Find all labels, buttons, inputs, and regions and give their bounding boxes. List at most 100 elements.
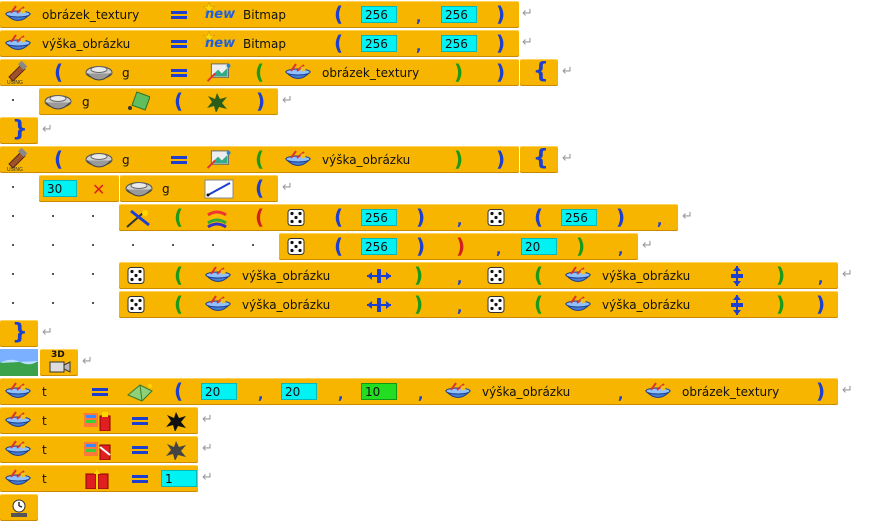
type-name[interactable]: Bitmap — [243, 8, 286, 22]
number-box[interactable]: 256 — [361, 209, 397, 226]
statement-block[interactable] — [39, 88, 278, 115]
graphics-var[interactable]: g — [122, 153, 130, 167]
width-arrows-icon — [367, 298, 391, 312]
landscape-image-icon[interactable] — [0, 349, 38, 376]
number-box[interactable]: 256 — [441, 35, 477, 52]
number-box[interactable]: 1 — [161, 470, 197, 487]
indent-dot — [92, 273, 94, 275]
bowl-variable-icon — [564, 295, 592, 315]
paren-close: ) — [496, 2, 506, 26]
variable-name[interactable]: výška_obrázku — [242, 269, 331, 283]
comma: , — [258, 387, 264, 403]
equals-icon — [171, 11, 187, 19]
comma: , — [416, 10, 422, 26]
number-box[interactable]: 256 — [361, 6, 397, 23]
number-box[interactable]: 256 — [441, 6, 477, 23]
variable-name[interactable]: výška_obrázku — [602, 298, 691, 312]
paren-close: ) — [816, 379, 826, 403]
return-icon: ↵ — [42, 325, 53, 340]
new-keyword: new — [205, 36, 236, 51]
dice-random-icon — [286, 207, 306, 228]
number-box[interactable]: 20 — [281, 383, 317, 400]
statement-block[interactable] — [0, 30, 519, 57]
picture-from-image-icon — [203, 149, 235, 170]
return-icon: ↵ — [42, 122, 53, 137]
type-name[interactable]: Bitmap — [243, 37, 286, 51]
paren-close: ) — [576, 234, 586, 258]
repeat-count[interactable]: 30 — [43, 180, 77, 197]
number-box[interactable]: 256 — [361, 35, 397, 52]
brace-block[interactable] — [0, 320, 38, 347]
paren-close: ) — [496, 31, 506, 55]
paren-open: ( — [255, 60, 265, 84]
using-hammer-icon — [4, 61, 32, 85]
paren-close: ) — [414, 263, 424, 287]
return-icon: ↵ — [202, 470, 213, 485]
brace-block[interactable] — [520, 59, 558, 86]
dice-random-icon — [126, 294, 146, 315]
splat-color-icon — [166, 412, 186, 431]
indent-dot — [52, 215, 54, 217]
paren-close: ) — [496, 147, 506, 171]
paren-open: ( — [255, 205, 265, 229]
statement-block[interactable] — [0, 407, 198, 434]
variable-name[interactable]: obrázek_textury — [322, 66, 420, 80]
argument-block[interactable] — [119, 262, 838, 289]
comma: , — [418, 387, 424, 403]
variable-name[interactable]: výška_obrázku — [482, 385, 571, 399]
comma: , — [657, 213, 663, 229]
variable-name[interactable]: výška_obrázku — [42, 37, 131, 51]
code-line-17: t 1 ↵ — [0, 465, 880, 494]
splat-color-icon — [166, 441, 186, 460]
indent-dot — [12, 244, 14, 246]
graphics-var[interactable]: g — [82, 95, 90, 109]
variable-name[interactable]: t — [42, 385, 47, 399]
graphics-var[interactable]: g — [122, 66, 130, 80]
paren-open: ( — [255, 147, 265, 171]
return-icon: ↵ — [842, 383, 853, 398]
number-box[interactable]: 20 — [201, 383, 237, 400]
brace-block[interactable] — [520, 146, 558, 173]
indent-dot — [12, 186, 14, 188]
number-box[interactable]: 10 — [361, 383, 397, 400]
paren-open: ( — [54, 60, 64, 84]
dice-random-icon — [286, 236, 306, 257]
indent-dot — [172, 244, 174, 246]
brace-close: } — [12, 117, 28, 142]
paren-open: ( — [334, 2, 344, 26]
bowl-variable-icon — [4, 440, 32, 460]
statement-block[interactable] — [0, 436, 198, 463]
comma: , — [457, 213, 463, 229]
comma: , — [338, 387, 344, 403]
paren-close: ) — [816, 292, 826, 316]
variable-name[interactable]: výška_obrázku — [242, 298, 331, 312]
number-box[interactable]: 20 — [521, 238, 557, 255]
using-hammer-icon — [4, 148, 32, 172]
argument-block[interactable] — [119, 291, 838, 318]
variable-name[interactable]: výška_obrázku — [322, 153, 411, 167]
dice-random-icon — [486, 265, 506, 286]
number-box[interactable]: 256 — [361, 238, 397, 255]
variable-name[interactable]: obrázek_textury — [682, 385, 780, 399]
comma: , — [457, 300, 463, 316]
pot-graphics-icon — [43, 91, 73, 112]
code-line-3: ( g ( obrázek_textury ) ) { ↵ — [0, 59, 880, 88]
argument-block[interactable] — [279, 233, 638, 260]
variable-name[interactable]: obrázek_textury — [42, 8, 140, 22]
bowl-variable-icon — [204, 295, 232, 315]
brace-block[interactable] — [0, 117, 38, 144]
return-icon: ↵ — [642, 238, 653, 253]
dice-random-icon — [486, 294, 506, 315]
paren-open: ( — [174, 292, 184, 316]
variable-name[interactable]: t — [42, 443, 47, 457]
graphics-var[interactable]: g — [162, 182, 170, 196]
number-box[interactable]: 256 — [561, 209, 597, 226]
variable-name[interactable]: t — [42, 472, 47, 486]
brace-open: { — [533, 146, 549, 171]
statement-block[interactable] — [0, 1, 519, 28]
code-line-16: t ↵ — [0, 436, 880, 465]
paren-open: ( — [54, 147, 64, 171]
variable-name[interactable]: výška_obrázku — [602, 269, 691, 283]
variable-name[interactable]: t — [42, 414, 47, 428]
height-arrows-icon — [731, 266, 743, 286]
